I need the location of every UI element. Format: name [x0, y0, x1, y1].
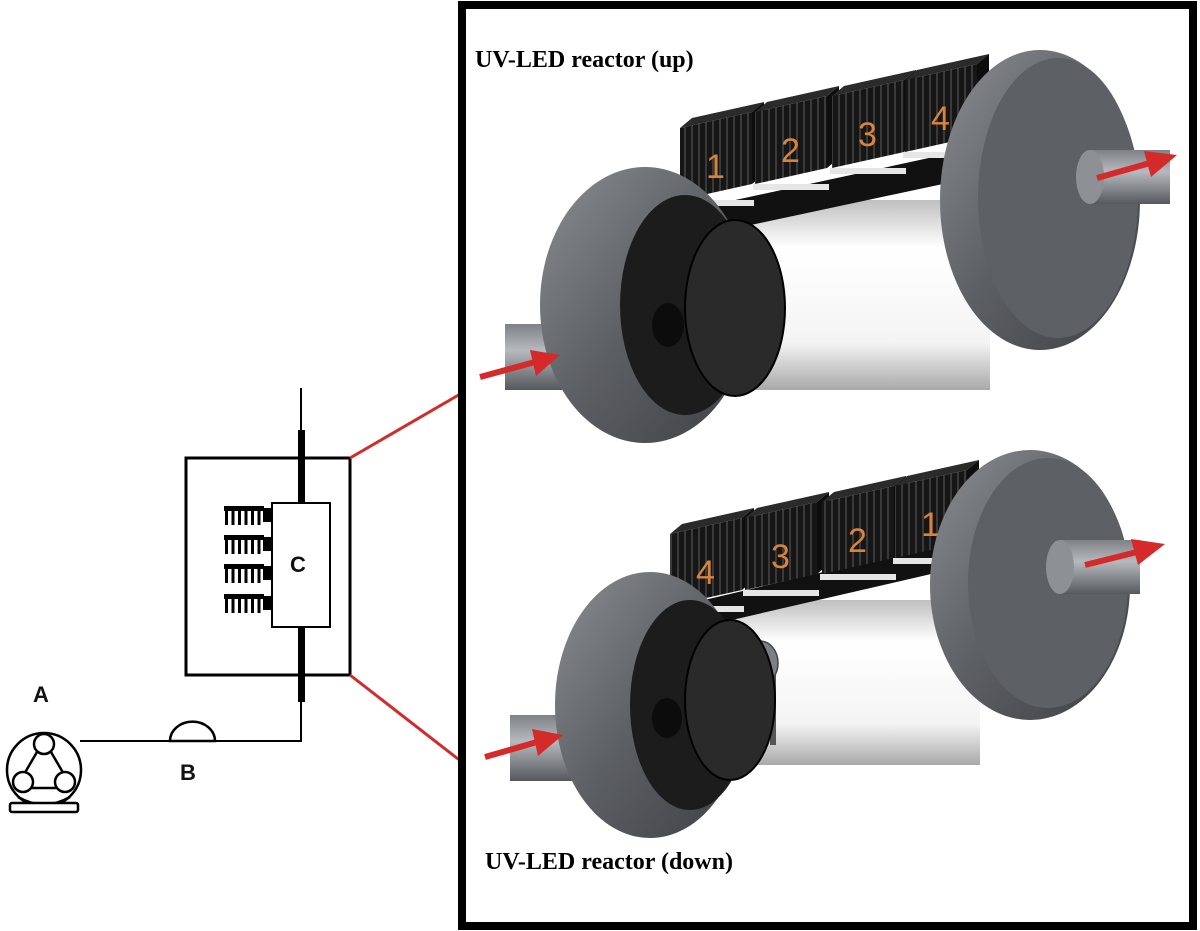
reactor-box-label: C — [290, 552, 306, 577]
schematic-led-array — [224, 506, 272, 613]
reactor-tube-box — [271, 502, 331, 628]
down-outlet-arrow — [1084, 539, 1165, 568]
down-led-number: 2 — [848, 522, 867, 560]
valve-label: B — [180, 760, 196, 785]
pump-label: A — [33, 682, 49, 707]
up-right-flange-face — [978, 58, 1138, 338]
flow-schematic: A B C — [5, 388, 352, 814]
up-led-number: 1 — [706, 148, 725, 186]
connector-line-bottom — [349, 673, 463, 764]
connector-line-top — [349, 391, 463, 460]
down-led-heatsink: 2 — [820, 476, 906, 580]
up-led-number: 3 — [858, 116, 877, 154]
down-led-number: 3 — [771, 538, 790, 576]
down-right-flange-face — [968, 458, 1128, 708]
up-tube-end — [684, 219, 786, 397]
up-led-number: 2 — [781, 132, 800, 170]
check-valve — [168, 720, 217, 743]
peristaltic-pump — [5, 731, 83, 814]
down-led-number: 4 — [696, 554, 715, 592]
down-inner-port — [652, 698, 682, 738]
schematic-led-unit — [224, 535, 272, 554]
down-led-number: 1 — [921, 506, 940, 544]
down-reactor-title: UV-LED reactor (down) — [485, 849, 733, 875]
up-outlet-arrow — [1096, 151, 1177, 181]
schematic-led-unit — [224, 564, 272, 583]
up-led-heatsinks: 1 2 3 4 — [678, 54, 989, 206]
up-reactor-title: UV-LED reactor (up) — [475, 47, 694, 73]
reactor-up-model: 1 2 3 4 — [505, 50, 1170, 443]
up-led-strip — [680, 148, 985, 238]
reactor-enclosure — [184, 456, 352, 677]
up-led-number: 4 — [931, 100, 950, 138]
reactor-down-model: 4 3 2 1 — [510, 450, 1140, 838]
up-inner-port — [652, 303, 684, 347]
schematic-led-unit — [224, 506, 272, 525]
tubing-line — [80, 702, 302, 742]
up-inlet-arrow — [479, 350, 560, 380]
flow-arrows — [479, 151, 1177, 760]
down-tube-end — [684, 619, 776, 781]
schematic-led-unit — [224, 594, 272, 613]
up-led-heatsink: 2 — [753, 86, 839, 190]
down-inlet-arrow — [484, 729, 563, 760]
